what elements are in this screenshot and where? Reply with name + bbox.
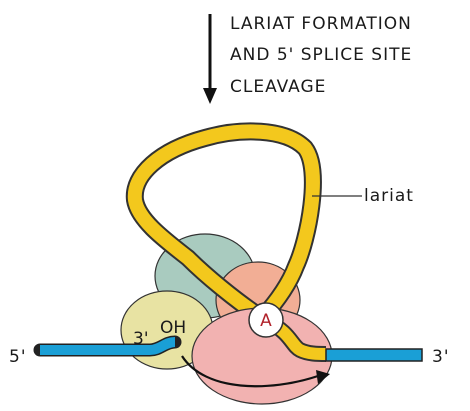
exon-3-prime	[326, 349, 422, 361]
three-prime-oh-oh: OH	[160, 318, 186, 338]
step-caption-line-3: CLEAVAGE	[230, 77, 326, 97]
step-caption-line-2: AND 5' SPLICE SITE	[230, 45, 412, 65]
process-arrow	[203, 14, 217, 104]
lariat-label: lariat	[364, 186, 414, 206]
five-prime-end-label: 5'	[9, 347, 27, 367]
step-caption-line-1: LARIAT FORMATION	[230, 14, 412, 34]
branch-point-label: A	[260, 311, 272, 331]
exon-5-prime	[40, 342, 175, 350]
three-prime-end-label: 3'	[432, 347, 450, 367]
branch-point: A	[249, 303, 283, 337]
three-prime-oh-prime: 3'	[133, 329, 149, 349]
